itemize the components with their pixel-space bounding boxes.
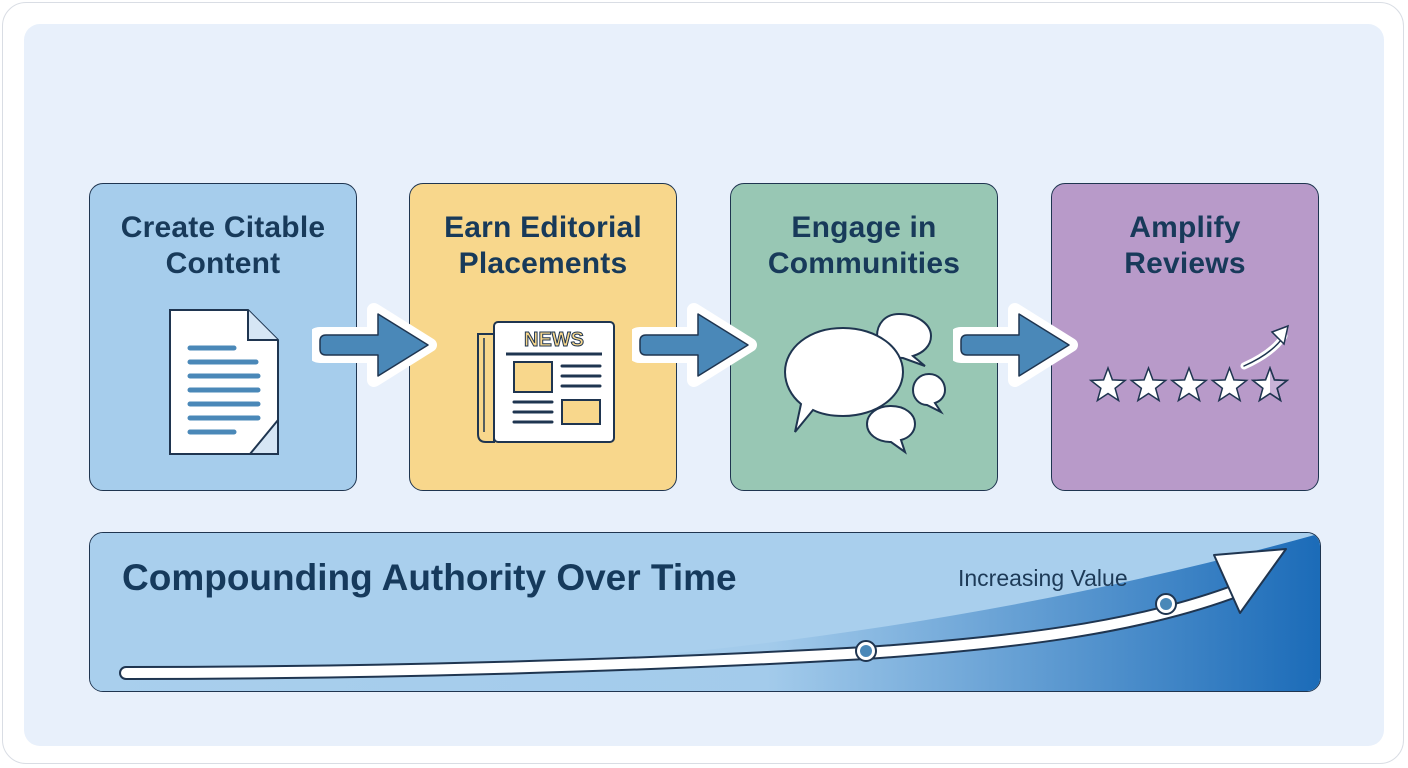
newspaper-headline: NEWS: [524, 329, 584, 351]
star-rating-icon: [1088, 324, 1290, 403]
newspaper-icon: NEWS: [477, 321, 615, 443]
step-title-line: Earn Editorial: [444, 211, 642, 244]
step-engage-in-communities: Engage in Communities: [730, 183, 998, 491]
step-earn-editorial-placements: Earn Editorial Placements NEWS: [409, 183, 677, 491]
rating-star-half-fill: [1252, 368, 1270, 401]
step-title-line: Reviews: [1124, 247, 1246, 280]
step-title: Earn Editorial Placements: [410, 210, 676, 282]
rating-star-full: [1210, 365, 1249, 403]
rating-star-full: [1169, 365, 1209, 403]
banner-subtitle: Increasing Value: [958, 565, 1128, 591]
step-title-line: Content: [165, 247, 281, 280]
step-title-line: Communities: [767, 247, 961, 280]
step-amplify-reviews: Amplify Reviews: [1051, 183, 1319, 491]
arrow-right-icon: [312, 303, 437, 387]
step-title: Amplify Reviews: [1052, 210, 1318, 282]
step-title: Create Citable Content: [90, 210, 356, 282]
banner-background: [90, 533, 1320, 691]
arrow-right-icon: [632, 303, 757, 387]
compounding-authority-banner: Compounding Authority Over Time Increasi…: [89, 532, 1321, 692]
step-title-line: Amplify: [1129, 211, 1241, 244]
banner-title: Compounding Authority Over Time: [122, 557, 737, 598]
step-title-line: Placements: [458, 247, 628, 280]
arrow-right-icon: [953, 303, 1078, 387]
rating-star-outline: [1250, 365, 1290, 403]
speech-bubbles-icon: [783, 312, 947, 455]
step-title-line: Create Citable: [120, 211, 326, 244]
document-icon: [169, 309, 279, 455]
rating-star-full: [1129, 365, 1168, 403]
rating-star-full: [1088, 365, 1128, 403]
step-title-line: Engage in: [791, 211, 937, 244]
step-title: Engage in Communities: [731, 210, 997, 282]
